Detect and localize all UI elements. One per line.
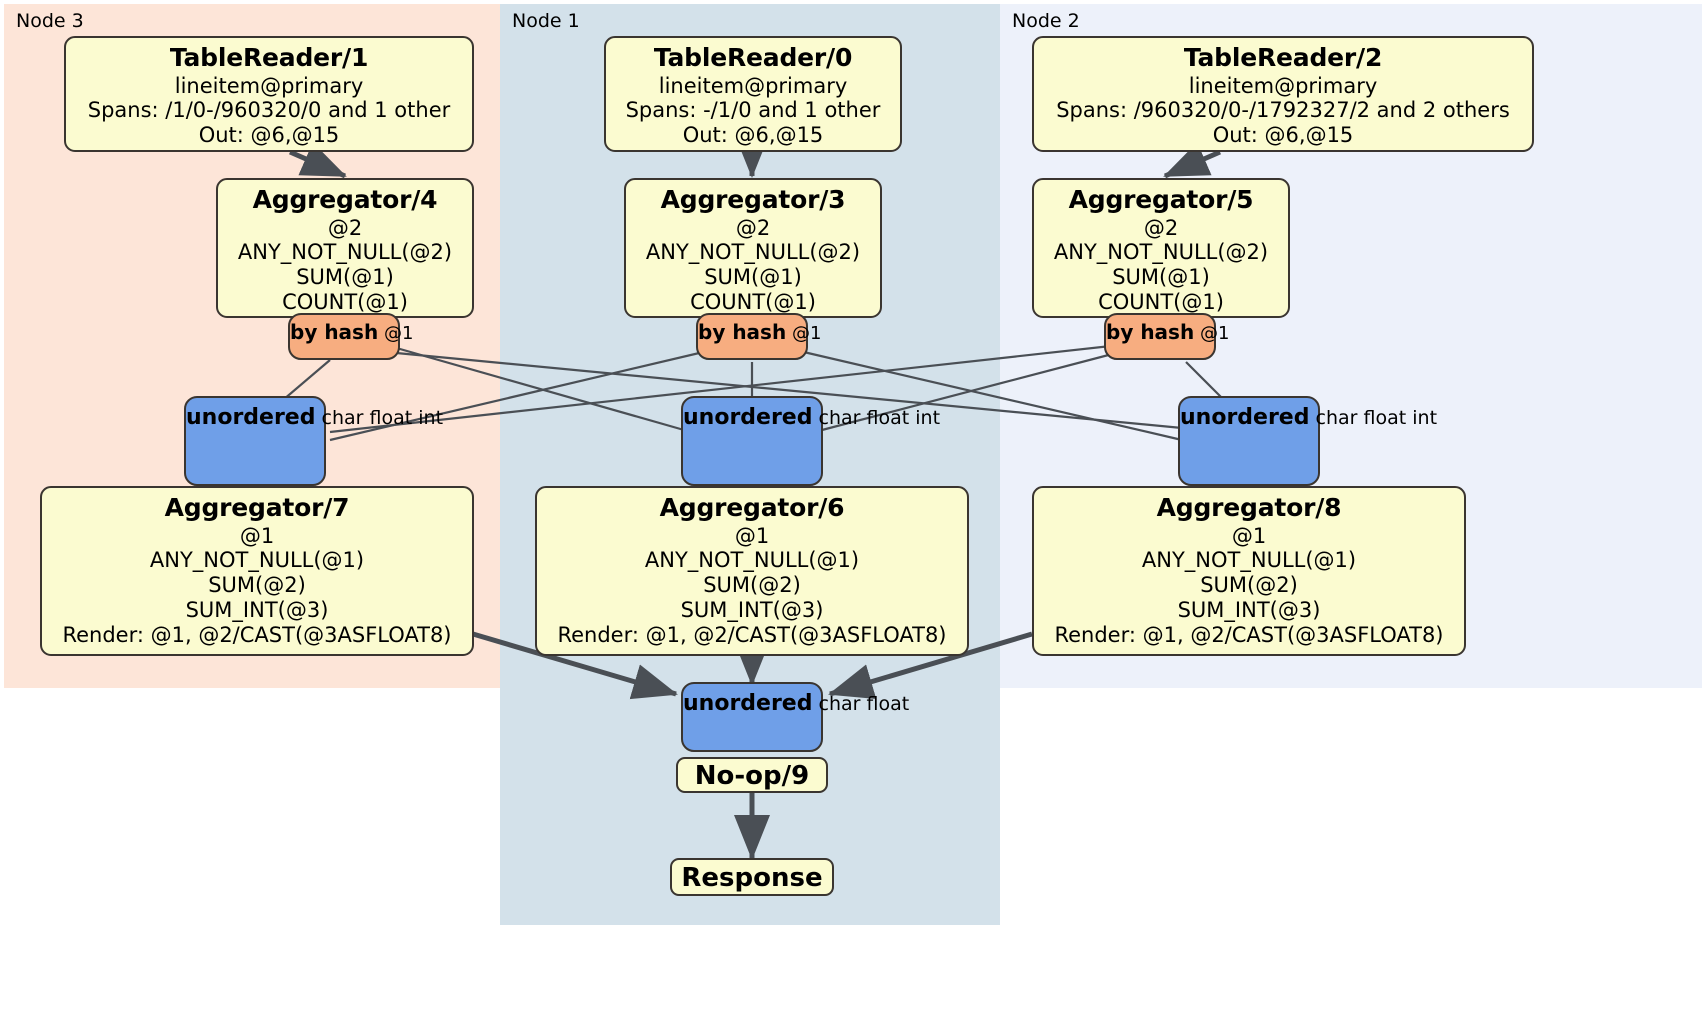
- receiver-title: unordered: [683, 405, 813, 430]
- processor-title: Response: [681, 863, 823, 893]
- receiver-title: unordered: [1180, 405, 1310, 430]
- processor-detail-agg3: COUNT(@1): [690, 290, 816, 315]
- router-by-hash-right[interactable]: by hash @1: [1104, 313, 1229, 360]
- receiver-type-int: int: [418, 407, 444, 429]
- receiver-unordered-left[interactable]: unordered char float int: [184, 396, 443, 486]
- router-title: by hash: [1106, 320, 1195, 344]
- node-panel-label-node3: Node 3: [16, 10, 84, 32]
- processor-detail-table: lineitem@primary: [1188, 73, 1378, 98]
- processor-detail-spans: Spans: /1/0-/960320/0 and 1 other: [87, 98, 451, 123]
- receiver-type-int: int: [1412, 407, 1438, 429]
- processor-detail-groupcol: @1: [1231, 523, 1267, 548]
- router-by-hash-left[interactable]: by hash @1: [288, 313, 413, 360]
- processor-detail-agg1: ANY_NOT_NULL(@1): [1141, 548, 1357, 573]
- processor-noop-9[interactable]: No-op/9: [676, 757, 828, 793]
- processor-detail-agg2: SUM(@1): [704, 265, 802, 290]
- receiver-type-char: char: [818, 693, 861, 715]
- processor-detail-render: Render: @1, @2/CAST(@3ASFLOAT8): [1054, 623, 1444, 648]
- processor-detail-table: lineitem@primary: [174, 73, 364, 98]
- receiver-type-char: char: [818, 407, 861, 429]
- processor-detail-render: Render: @1, @2/CAST(@3ASFLOAT8): [557, 623, 947, 648]
- processor-detail-agg1: ANY_NOT_NULL(@2): [645, 240, 861, 265]
- processor-title: No-op/9: [694, 761, 810, 791]
- processor-detail-agg1: ANY_NOT_NULL(@2): [1053, 240, 1269, 265]
- receiver-type-float: float: [369, 407, 413, 429]
- processor-response[interactable]: Response: [670, 858, 834, 896]
- processor-detail-agg3: SUM_INT(@3): [185, 598, 329, 623]
- processor-title: Aggregator/6: [659, 493, 845, 522]
- processor-tablereader-0[interactable]: TableReader/0 lineitem@primary Spans: -/…: [604, 36, 902, 152]
- receiver-unordered-right[interactable]: unordered char float int: [1178, 396, 1437, 486]
- router-detail: @1: [383, 323, 414, 344]
- receiver-type-float: float: [866, 693, 910, 715]
- processor-title: Aggregator/3: [660, 185, 846, 214]
- processor-aggregator-5[interactable]: Aggregator/5 @2 ANY_NOT_NULL(@2) SUM(@1)…: [1032, 178, 1290, 318]
- processor-detail-agg2: SUM(@2): [1200, 573, 1298, 598]
- processor-detail-spans: Spans: -/1/0 and 1 other: [625, 98, 881, 123]
- processor-detail-table: lineitem@primary: [658, 73, 848, 98]
- processor-title: TableReader/2: [1183, 43, 1383, 72]
- processor-detail-agg1: ANY_NOT_NULL(@1): [644, 548, 860, 573]
- processor-detail-groupcol: @2: [735, 215, 771, 240]
- processor-detail-out: Out: @6,@15: [198, 123, 340, 148]
- node-panel-label-node1: Node 1: [512, 10, 580, 32]
- router-detail: @1: [1199, 323, 1230, 344]
- processor-aggregator-6[interactable]: Aggregator/6 @1 ANY_NOT_NULL(@1) SUM(@2)…: [535, 486, 969, 656]
- receiver-title: unordered: [186, 405, 316, 430]
- receiver-type-char: char: [1315, 407, 1358, 429]
- processor-detail-agg3: SUM_INT(@3): [1177, 598, 1321, 623]
- processor-detail-groupcol: @2: [327, 215, 363, 240]
- processor-tablereader-2[interactable]: TableReader/2 lineitem@primary Spans: /9…: [1032, 36, 1534, 152]
- receiver-title: unordered: [683, 691, 813, 716]
- processor-title: Aggregator/4: [252, 185, 438, 214]
- processor-aggregator-7[interactable]: Aggregator/7 @1 ANY_NOT_NULL(@1) SUM(@2)…: [40, 486, 474, 656]
- processor-detail-agg2: SUM(@1): [296, 265, 394, 290]
- processor-aggregator-8[interactable]: Aggregator/8 @1 ANY_NOT_NULL(@1) SUM(@2)…: [1032, 486, 1466, 656]
- processor-aggregator-3[interactable]: Aggregator/3 @2 ANY_NOT_NULL(@2) SUM(@1)…: [624, 178, 882, 318]
- processor-title: TableReader/0: [653, 43, 853, 72]
- receiver-unordered-final[interactable]: unordered char float: [681, 682, 909, 752]
- router-title: by hash: [290, 320, 379, 344]
- processor-detail-agg3: COUNT(@1): [1098, 290, 1224, 315]
- processor-detail-agg2: SUM(@2): [703, 573, 801, 598]
- receiver-type-int: int: [915, 407, 941, 429]
- router-title: by hash: [698, 320, 787, 344]
- router-detail: @1: [791, 323, 822, 344]
- processor-title: Aggregator/5: [1068, 185, 1254, 214]
- processor-title: Aggregator/8: [1156, 493, 1342, 522]
- processor-detail-groupcol: @1: [734, 523, 770, 548]
- processor-tablereader-1[interactable]: TableReader/1 lineitem@primary Spans: /1…: [64, 36, 474, 152]
- processor-detail-agg1: ANY_NOT_NULL(@2): [237, 240, 453, 265]
- node-panel-label-node2: Node 2: [1012, 10, 1080, 32]
- processor-detail-agg3: SUM_INT(@3): [680, 598, 824, 623]
- receiver-type-float: float: [1363, 407, 1407, 429]
- processor-detail-spans: Spans: /960320/0-/1792327/2 and 2 others: [1056, 98, 1510, 123]
- processor-detail-agg3: COUNT(@1): [282, 290, 408, 315]
- processor-title: TableReader/1: [169, 43, 369, 72]
- processor-detail-groupcol: @1: [239, 523, 275, 548]
- receiver-type-char: char: [321, 407, 364, 429]
- processor-detail-agg1: ANY_NOT_NULL(@1): [149, 548, 365, 573]
- processor-aggregator-4[interactable]: Aggregator/4 @2 ANY_NOT_NULL(@2) SUM(@1)…: [216, 178, 474, 318]
- processor-detail-out: Out: @6,@15: [682, 123, 824, 148]
- processor-detail-agg2: SUM(@2): [208, 573, 306, 598]
- processor-detail-groupcol: @2: [1143, 215, 1179, 240]
- processor-detail-render: Render: @1, @2/CAST(@3ASFLOAT8): [62, 623, 452, 648]
- receiver-unordered-center[interactable]: unordered char float int: [681, 396, 940, 486]
- processor-detail-agg2: SUM(@1): [1112, 265, 1210, 290]
- processor-title: Aggregator/7: [164, 493, 350, 522]
- router-by-hash-center[interactable]: by hash @1: [696, 313, 821, 360]
- receiver-type-float: float: [866, 407, 910, 429]
- processor-detail-out: Out: @6,@15: [1212, 123, 1354, 148]
